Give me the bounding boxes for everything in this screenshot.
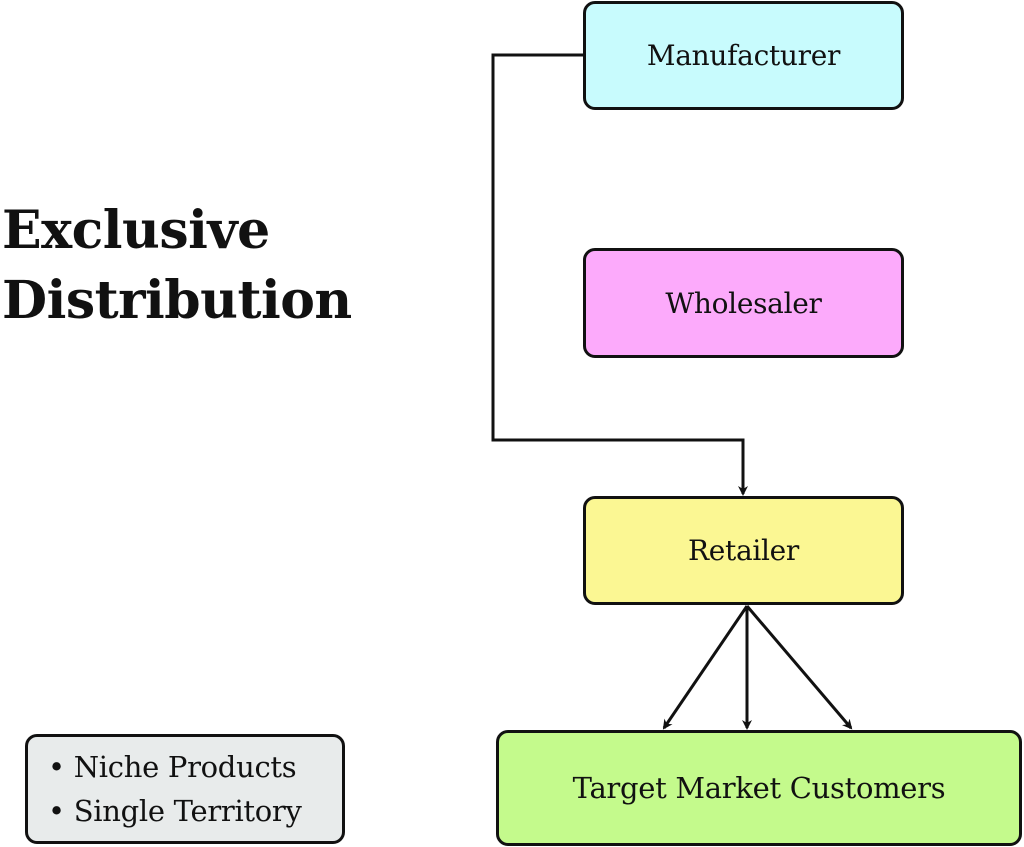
node-wholesaler: Wholesaler	[583, 248, 904, 358]
node-retailer: Retailer	[583, 496, 904, 605]
node-retailer-label: Retailer	[687, 534, 800, 567]
node-target-label: Target Market Customers	[572, 771, 946, 805]
title-line-2: Distribution	[2, 270, 352, 331]
legend-item-single-territory: • Single Territory	[48, 794, 302, 828]
title-line-1: Exclusive	[2, 200, 270, 261]
legend-box: • Niche Products • Single Territory	[25, 734, 345, 844]
legend-item-niche-products: • Niche Products	[48, 750, 297, 784]
node-manufacturer-label: Manufacturer	[646, 39, 841, 72]
node-target-market-customers: Target Market Customers	[496, 730, 1022, 846]
edge-retailer-to-target-left	[662, 605, 749, 730]
edge-retailer-to-target-right	[745, 605, 853, 730]
node-wholesaler-label: Wholesaler	[665, 286, 822, 320]
diagram-title: Exclusive Distribution	[2, 196, 352, 336]
node-manufacturer: Manufacturer	[583, 1, 904, 110]
